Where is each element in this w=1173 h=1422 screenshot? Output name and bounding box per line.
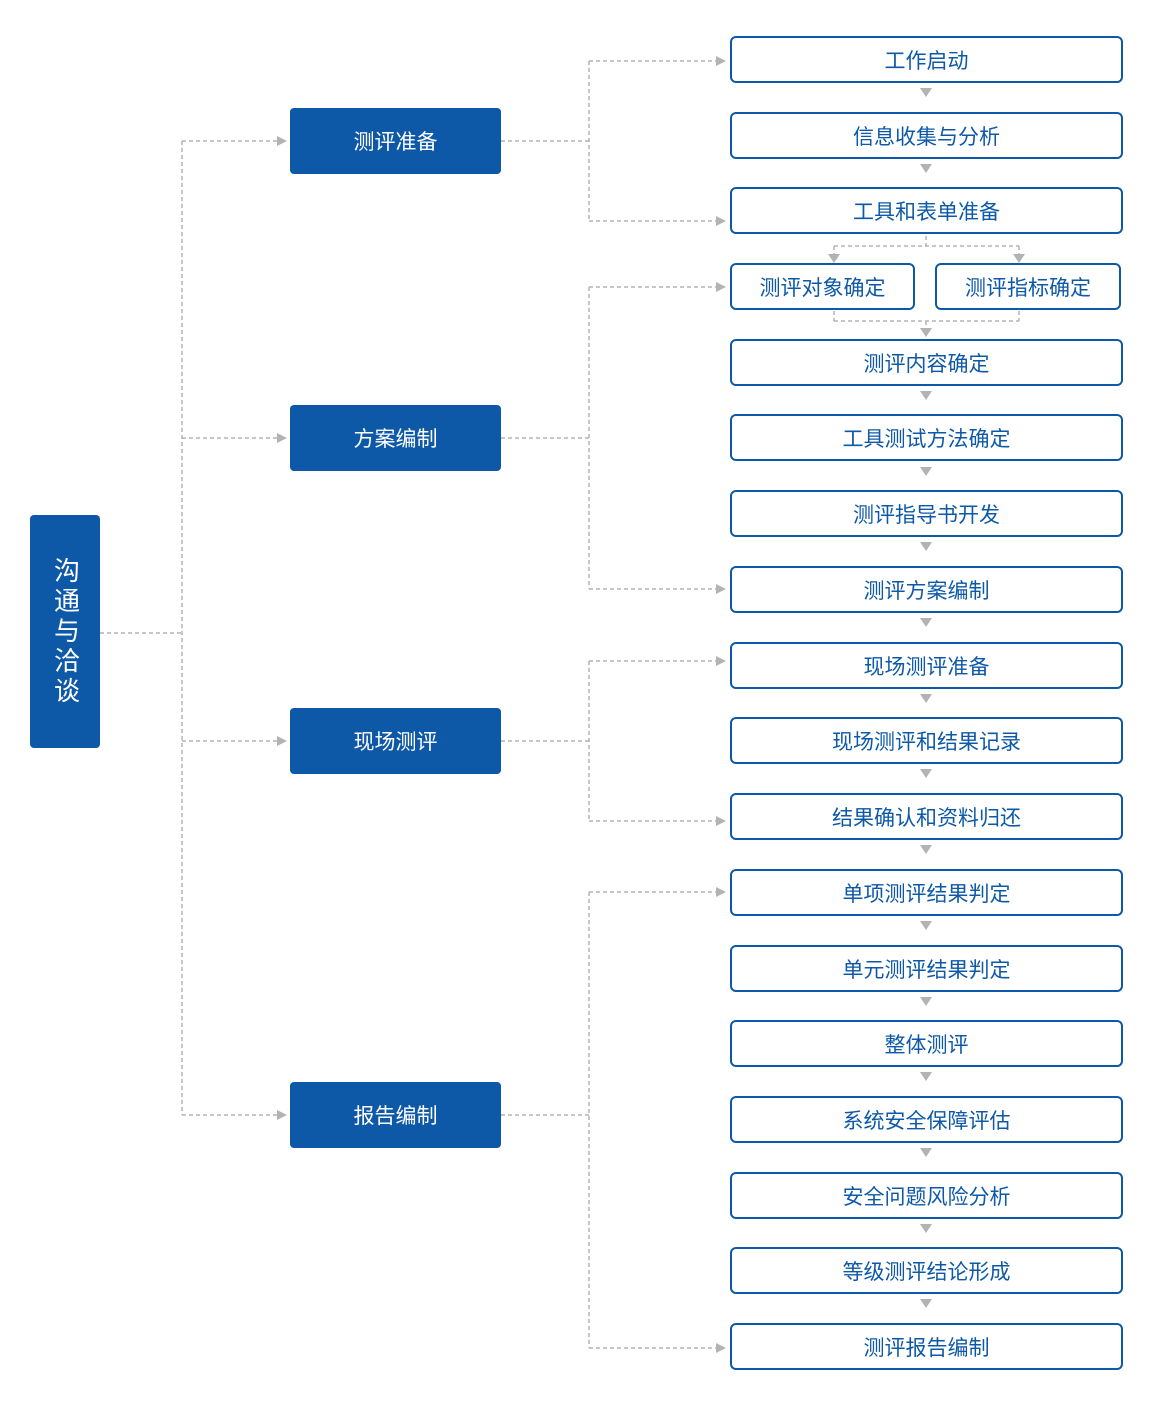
- phase-plan-compilation: 方案编制: [290, 405, 501, 471]
- root-node-label: 沟通与洽谈: [49, 556, 80, 707]
- step-indicator-determination: 测评指标确定: [935, 263, 1121, 310]
- step-plan-compilation: 测评方案编制: [730, 566, 1123, 613]
- step-target-determination: 测评对象确定: [730, 263, 915, 310]
- arrow-down-icon: [920, 1224, 932, 1233]
- arrow-down-icon: [920, 1148, 932, 1157]
- step-onsite-preparation: 现场测评准备: [730, 642, 1123, 689]
- arrow-down-icon: [920, 1299, 932, 1308]
- arrow-down-icon: [1013, 254, 1025, 263]
- arrow-right-icon: [277, 736, 287, 746]
- arrow-right-icon: [277, 1110, 287, 1120]
- arrow-down-icon: [920, 164, 932, 173]
- root-node-communication: 沟通与洽谈: [30, 515, 100, 748]
- arrow-down-icon: [920, 769, 932, 778]
- arrow-down-icon: [920, 921, 932, 930]
- step-tools-forms: 工具和表单准备: [730, 187, 1123, 234]
- arrow-down-icon: [920, 88, 932, 97]
- arrow-down-icon: [920, 618, 932, 627]
- arrow-right-icon: [716, 56, 726, 66]
- step-info-collection: 信息收集与分析: [730, 112, 1123, 159]
- arrow-down-icon: [920, 328, 932, 337]
- step-risk-analysis: 安全问题风险分析: [730, 1172, 1123, 1219]
- arrow-down-icon: [920, 845, 932, 854]
- arrow-right-icon: [716, 656, 726, 666]
- arrow-down-icon: [920, 467, 932, 476]
- arrow-down-icon: [828, 254, 840, 263]
- arrow-right-icon: [716, 887, 726, 897]
- step-conclusion-formation: 等级测评结论形成: [730, 1247, 1123, 1294]
- arrow-right-icon: [277, 136, 287, 146]
- arrow-right-icon: [716, 216, 726, 226]
- arrow-right-icon: [716, 816, 726, 826]
- step-confirmation-return: 结果确认和资料归还: [730, 793, 1123, 840]
- step-single-item-judgment: 单项测评结果判定: [730, 869, 1123, 916]
- step-security-assurance: 系统安全保障评估: [730, 1096, 1123, 1143]
- phase-preparation: 测评准备: [290, 108, 501, 174]
- step-unit-judgment: 单元测评结果判定: [730, 945, 1123, 992]
- step-overall-evaluation: 整体测评: [730, 1020, 1123, 1067]
- arrow-right-icon: [716, 282, 726, 292]
- arrow-right-icon: [716, 1343, 726, 1353]
- step-content-determination: 测评内容确定: [730, 339, 1123, 386]
- arrow-down-icon: [920, 997, 932, 1006]
- step-tool-test-method: 工具测试方法确定: [730, 414, 1123, 461]
- step-report-compilation: 测评报告编制: [730, 1323, 1123, 1370]
- arrow-down-icon: [920, 694, 932, 703]
- arrow-right-icon: [716, 584, 726, 594]
- step-onsite-recording: 现场测评和结果记录: [730, 717, 1123, 764]
- arrow-down-icon: [920, 1072, 932, 1081]
- step-work-startup: 工作启动: [730, 36, 1123, 83]
- arrow-down-icon: [920, 391, 932, 400]
- arrow-right-icon: [277, 433, 287, 443]
- phase-report-compilation: 报告编制: [290, 1082, 501, 1148]
- arrow-down-icon: [920, 542, 932, 551]
- step-guide-development: 测评指导书开发: [730, 490, 1123, 537]
- phase-onsite-evaluation: 现场测评: [290, 708, 501, 774]
